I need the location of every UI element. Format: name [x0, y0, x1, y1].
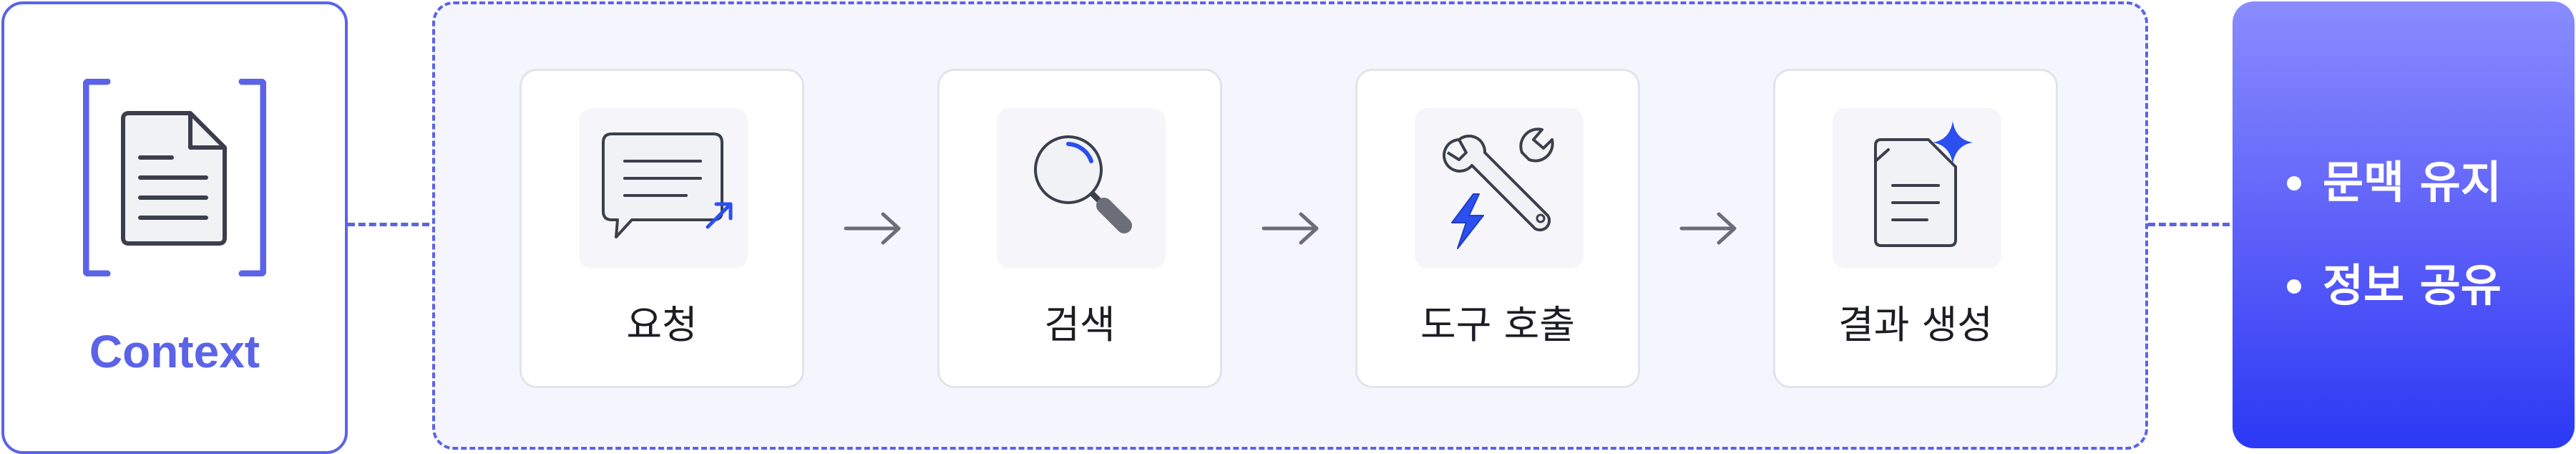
step-label-tool-call: 도구 호출: [1420, 302, 1575, 347]
chat-bubble-icon: [602, 132, 733, 238]
left-connector-line: [348, 223, 429, 226]
context-label: Context: [89, 326, 260, 377]
result-item-label: 정보 공유: [2323, 259, 2502, 311]
right-connector-line: [2148, 223, 2230, 226]
result-item-context: 문맥 유지: [2287, 150, 2502, 253]
result-panel: 문맥 유지 정보 공유: [2233, 1, 2575, 448]
arrow-right-icon: [844, 212, 901, 245]
pipeline-group: 요청 검색 도구 호출: [432, 1, 2148, 450]
result-item-label: 문맥 유지: [2323, 156, 2502, 208]
arrow-right-icon: [1262, 212, 1319, 245]
result-list: 문맥 유지 정보 공유: [2287, 150, 2502, 357]
document-icon: [83, 79, 266, 276]
step-label-request: 요청: [626, 302, 698, 347]
wrench-bolt-icon: [1443, 127, 1554, 249]
bullet-icon: [2287, 279, 2301, 294]
step-label-search: 검색: [1044, 302, 1116, 347]
step-card-request: 요청: [519, 69, 804, 388]
step-label-result: 결과 생성: [1838, 302, 1993, 347]
sparkle-document-icon: [1874, 121, 1973, 247]
step-card-search: 검색: [937, 69, 1222, 388]
step-card-tool-call: 도구 호출: [1355, 69, 1640, 388]
bullet-icon: [2287, 176, 2301, 190]
context-box: Context: [1, 1, 348, 454]
arrow-right-icon: [1679, 212, 1737, 245]
step-card-result: 결과 생성: [1773, 69, 2058, 388]
magnifier-icon: [1034, 135, 1132, 233]
result-item-share: 정보 공유: [2287, 253, 2502, 357]
